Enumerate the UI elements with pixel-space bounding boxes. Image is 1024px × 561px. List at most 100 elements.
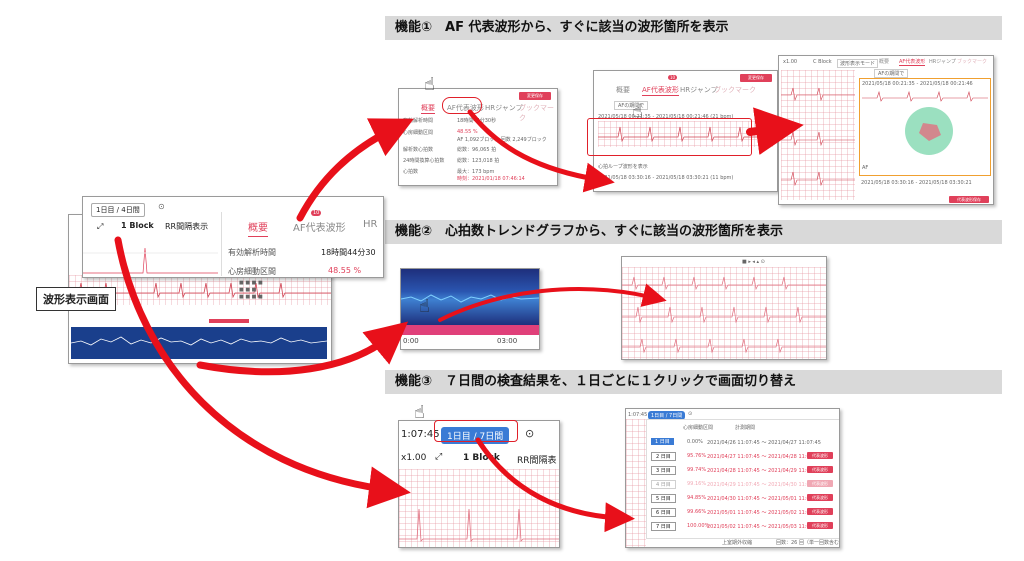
day-row[interactable]: 3 日目 99.74% 2021/04/28 11:07:45 ～ 2021/0… <box>651 464 837 478</box>
day-range: 2021/04/29 11:07:45 ～ 2021/04/30 11:07:4… <box>707 482 821 488</box>
date-toggle[interactable]: 1日目 / 4日間 <box>91 203 145 217</box>
tab-af-waveform[interactable]: AF代表波形 <box>293 223 346 234</box>
day-row[interactable]: 5 日目 94.85% 2021/04/30 11:07:45 ～ 2021/0… <box>651 492 837 506</box>
detail-time-1: 2021/05/18 00:21:35 - 2021/05/18 00:21:4… <box>862 81 973 87</box>
day-pct: 99.16% <box>687 481 707 487</box>
day-button[interactable]: 5 日目 <box>651 494 676 503</box>
rep-waveform-button[interactable]: 代表波形 <box>807 522 833 529</box>
label-effective-time: 有効解析時間 <box>228 248 276 257</box>
header-af: 心房細動区間 <box>683 425 714 431</box>
f2-waveform-shot: ■ ▸ ◂ ▴ ⊙ <box>621 256 827 360</box>
tab-af-waveform[interactable]: AF代表波形 <box>899 59 926 66</box>
rep-waveform-button[interactable]: 代表波形 <box>807 508 833 515</box>
tab-overview[interactable]: 概要 <box>248 219 268 237</box>
f1-waveform-detail-shot: x1.00 C Block 波形表示モード 概要 AF代表波形 HRジャンプ ブ… <box>778 55 994 205</box>
day-button[interactable]: 4 日目 <box>651 480 676 489</box>
tab-overview[interactable]: 概要 <box>421 104 435 114</box>
tab-hr[interactable]: HR <box>363 219 378 230</box>
tab-overview[interactable]: 概要 <box>616 86 630 94</box>
rr-toggle[interactable]: RR間隔表 <box>517 456 557 466</box>
zoom-level[interactable]: x1.00 <box>401 453 427 463</box>
day-range: 2021/04/26 11:07:45 ～ 2021/04/27 11:07:4… <box>707 440 821 446</box>
day-row[interactable]: 7 日目 100.00% 2021/05/02 11:07:45 ～ 2021/… <box>651 520 837 534</box>
hand-cursor-icon: ☝ <box>414 402 425 423</box>
day-button[interactable]: 6 日目 <box>651 508 676 517</box>
day-row[interactable]: 6 日目 99.66% 2021/05/01 11:07:45 ～ 2021/0… <box>651 506 837 520</box>
tab-bookmark[interactable]: ブックマーク <box>519 104 554 122</box>
f1-af-waveform-shot: 変更保存 概要 AF代表波形 10 HRジャンプ ブックマーク AFの期間で 2… <box>593 70 778 192</box>
block-label[interactable]: 1 Block <box>121 221 154 230</box>
block-label[interactable]: 1 Block <box>463 453 500 463</box>
rep-waveform-button[interactable]: 代表波形 <box>807 466 833 473</box>
day-pct: 99.74% <box>687 467 707 473</box>
clock-icon[interactable]: ⊙ <box>525 427 535 440</box>
tab-bookmark[interactable]: ブックマーク <box>714 86 756 94</box>
day-button[interactable]: 1 日目 <box>651 438 674 445</box>
screen-caption: 波形表示画面 <box>36 287 116 311</box>
filter-select[interactable]: AFの期間で <box>874 69 909 78</box>
day-button[interactable]: 2 日目 <box>651 452 676 461</box>
tab-bookmark[interactable]: ブックマーク <box>957 59 988 65</box>
feature1-title: 機能① AF 代表波形から、すぐに該当の波形箇所を表示 <box>385 16 1002 40</box>
clock-icon[interactable]: ⊙ <box>688 411 693 417</box>
rr-toggle[interactable]: RR間隔表示 <box>165 222 209 231</box>
tab-overview[interactable]: 概要 <box>879 59 890 65</box>
day-button[interactable]: 7 日目 <box>651 522 676 531</box>
mode-toggle[interactable]: 波形表示モード <box>837 59 879 68</box>
row-value: AF 1,092ブロック 回数 2,249ブロック <box>457 137 547 143</box>
day-row[interactable]: 1 日目 0.00% 2021/04/26 11:07:45 ～ 2021/04… <box>651 436 837 450</box>
row-value: 48.55 % <box>457 129 478 135</box>
row-value: 18時間44分30秒 <box>457 118 497 124</box>
tab-hr-jump[interactable]: HRジャンプ <box>929 59 956 65</box>
filter-select[interactable]: AFの期間で <box>614 101 649 110</box>
save-waveform-button[interactable]: 代表波形保存 <box>949 196 989 203</box>
zoom-level[interactable]: x1.00 <box>783 59 798 65</box>
day-range: 2021/04/27 11:07:45 ～ 2021/04/28 11:07:4… <box>707 454 821 460</box>
detail-time-2: 2021/05/18 03:30:16 - 2021/05/18 03:30:2… <box>861 180 972 186</box>
day-range: 2021/04/28 11:07:45 ～ 2021/04/29 11:07:4… <box>707 468 821 474</box>
red-marker <box>209 319 249 323</box>
hr-trend-line <box>70 336 328 346</box>
toolbar-icons[interactable]: ■ ▸ ◂ ▴ ⊙ <box>742 259 765 265</box>
rep-waveform-button[interactable]: 代表波形 <box>807 452 833 459</box>
save-button[interactable]: 変更保存 <box>740 74 772 82</box>
waveform-time-2: 2021/05/18 03:30:16 - 2021/05/18 03:30:2… <box>598 175 734 181</box>
loop-note: 心拍ループ波形を表示 <box>598 164 648 170</box>
ecg-rows <box>622 267 826 359</box>
scatter-plot <box>905 107 953 155</box>
clock-icon[interactable]: ⊙ <box>158 202 165 211</box>
tab-af-waveform[interactable]: AF代表波形 <box>447 104 484 112</box>
waveform-time-1: 2021/05/18 00:21:35 - 2021/05/18 00:21:4… <box>598 114 734 120</box>
value-effective-time: 18時間44分30 <box>321 248 376 257</box>
day-pct: 100.00% <box>687 523 710 529</box>
event-marker-bar[interactable]: ♦♦♦♦♦♦♦♦♦ <box>401 325 539 342</box>
expand-icon[interactable]: ⤢ <box>97 222 104 231</box>
af-waveform-1[interactable] <box>598 121 773 147</box>
value-af-interval: 48.55 % <box>328 266 362 275</box>
header-period: 計測期間 <box>735 425 756 431</box>
rep-waveform-button[interactable]: 代表波形 <box>807 494 833 501</box>
block-label[interactable]: C Block <box>813 59 832 65</box>
day-row[interactable]: 4 日目 99.16% 2021/04/29 11:07:45 ～ 2021/0… <box>651 478 837 492</box>
expand-icon[interactable]: ⤢ <box>435 452 443 462</box>
row-label: 心房細動区間 <box>403 130 434 136</box>
row-label: 心拍数 <box>403 169 419 175</box>
hr-trend-strip[interactable] <box>70 327 328 359</box>
save-button[interactable]: 変更保存 <box>519 92 551 100</box>
day-row[interactable]: 2 日目 95.76% 2021/04/27 11:07:45 ～ 2021/0… <box>651 450 837 464</box>
day-pct: 99.66% <box>687 509 707 515</box>
highlight-ring <box>442 97 482 114</box>
feature2-title: 機能② 心拍数トレンドグラフから、すぐに該当の波形箇所を表示 <box>385 220 1002 244</box>
day-list-popup: 心房細動区間 計測期間 1 日目 0.00% 2021/04/26 11:07:… <box>646 419 839 539</box>
tab-af-waveform[interactable]: AF代表波形 <box>642 86 679 96</box>
rep-waveform-button[interactable]: 代表波形 <box>807 480 833 487</box>
tab-hr-jump[interactable]: HRジャンプ <box>680 86 718 94</box>
side-info: ■ ■ ■ ■■ ■ ■■ ■ ■ ■ <box>239 280 263 300</box>
tab-hr-jump[interactable]: HRジャンプ <box>485 104 523 112</box>
ecg-area <box>399 469 559 547</box>
day-button[interactable]: 3 日目 <box>651 466 676 475</box>
time-end: 03:00 <box>497 337 518 345</box>
date-toggle[interactable]: 1日目 / 7日間 <box>648 411 686 420</box>
time-readout: 1:07:45 <box>401 429 440 440</box>
row-value: 総数：96,065 拍 <box>457 147 497 153</box>
